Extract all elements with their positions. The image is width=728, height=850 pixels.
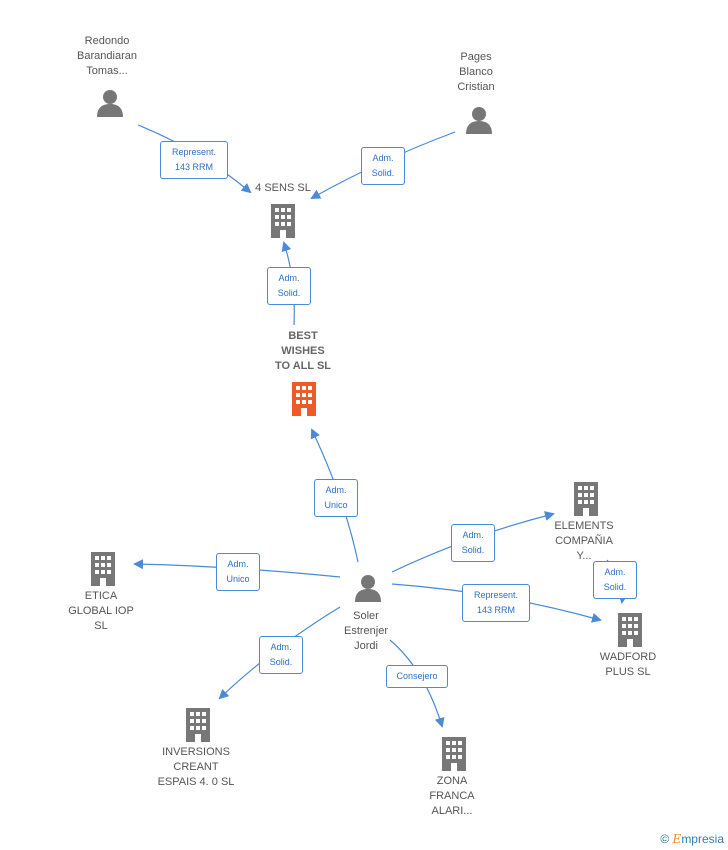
node-label-etica[interactable]: ETICA GLOBAL IOP SL	[68, 590, 134, 632]
building-icon[interactable]	[442, 737, 466, 771]
person-icon[interactable]	[466, 107, 492, 134]
node-label-zona[interactable]: ZONA FRANCA ALARI...	[429, 775, 475, 817]
edge-label-soler-inversions[interactable]: Adm. Solid.	[259, 636, 303, 674]
node-label-elements[interactable]: ELEMENTS COMPAÑIA Y...	[554, 520, 614, 562]
building-icon[interactable]	[186, 708, 210, 742]
building-icon[interactable]	[618, 613, 642, 647]
edge-label-best-sens[interactable]: Adm. Solid.	[267, 267, 311, 305]
node-label-wadford[interactable]: WADFORD PLUS SL	[599, 651, 657, 678]
edge-label-redondo-sens[interactable]: Represent. 143 RRM	[160, 141, 228, 179]
edge-label-soler-etica[interactable]: Adm. Unico	[216, 553, 260, 591]
node-label-pages[interactable]: Pages Blanco Cristian	[457, 51, 495, 93]
edge-label-soler-zona[interactable]: Consejero	[386, 665, 448, 688]
node-label-inversions[interactable]: INVERSIONS CREANT ESPAIS 4. 0 SL	[157, 746, 235, 788]
node-icons	[91, 90, 642, 771]
brand-name: mpresia	[681, 832, 724, 846]
edge-label-soler-best[interactable]: Adm. Unico	[314, 479, 358, 517]
copyright-icon: ©	[660, 832, 670, 846]
edge-label-soler-wadford[interactable]: Represent. 143 RRM	[462, 584, 530, 622]
person-icon[interactable]	[355, 575, 381, 602]
brand-logo: © Empresia	[660, 832, 724, 846]
building-icon[interactable]	[271, 204, 295, 238]
node-label-soler[interactable]: Soler Estrenjer Jordi	[343, 610, 389, 652]
edge-label-elements-wadford[interactable]: Adm. Solid.	[593, 561, 637, 599]
node-label-sens[interactable]: 4 SENS SL	[255, 182, 311, 194]
brand-initial: E	[672, 832, 682, 846]
building-icon[interactable]	[574, 482, 598, 516]
building-icon[interactable]	[292, 382, 316, 416]
person-icon[interactable]	[97, 90, 123, 117]
node-label-best[interactable]: BEST WISHES TO ALL SL	[274, 330, 332, 372]
building-icon[interactable]	[91, 552, 115, 586]
edge-label-pages-sens[interactable]: Adm. Solid.	[361, 147, 405, 185]
edge-label-soler-elements[interactable]: Adm. Solid.	[451, 524, 495, 562]
node-label-redondo[interactable]: Redondo Barandiaran Tomas...	[77, 35, 137, 77]
